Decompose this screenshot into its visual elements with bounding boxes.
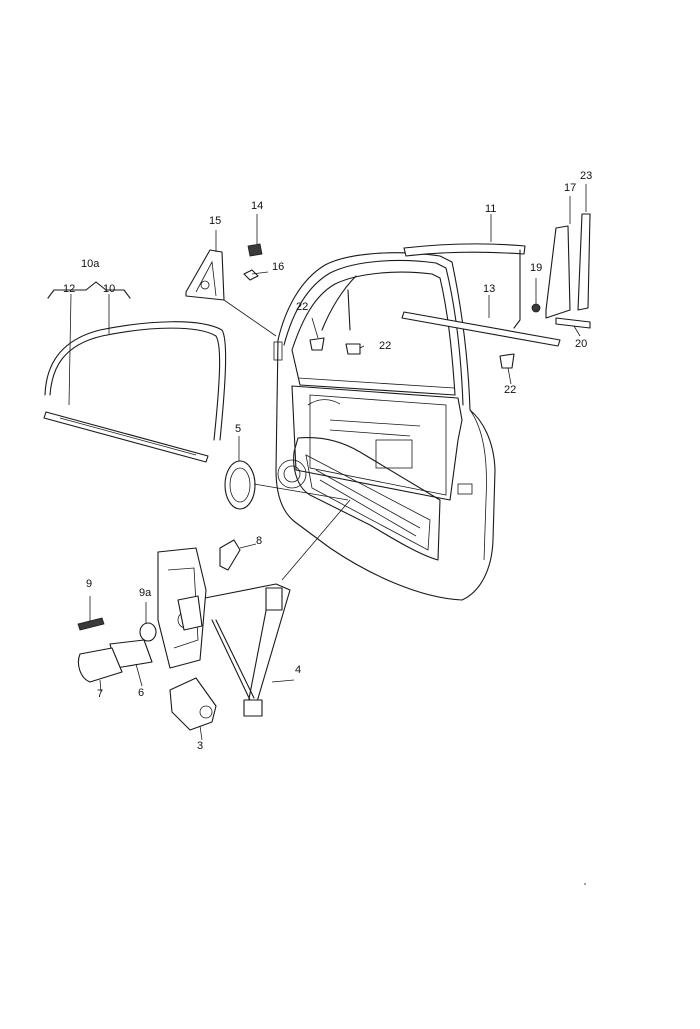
- callout-labels: 10a 12 10 14 15 16 11 17 23 19 13 20 22 …: [63, 170, 592, 752]
- callout-4: 4: [295, 664, 301, 676]
- callout-8: 8: [256, 535, 262, 547]
- callout-22-mid: 22: [379, 340, 391, 352]
- callout-20: 20: [575, 338, 587, 350]
- callout-13: 13: [483, 283, 495, 295]
- part-7-cover: [77, 647, 123, 683]
- callout-3: 3: [197, 740, 203, 752]
- callout-15: 15: [209, 215, 221, 227]
- callout-7: 7: [97, 688, 103, 700]
- part-23-pillar-seal: [577, 213, 591, 311]
- regulator-motor-assembly: [157, 547, 207, 669]
- callout-5: 5: [235, 423, 241, 435]
- callout-22-left: 22: [296, 301, 308, 313]
- part-8-clip: [219, 539, 241, 571]
- part-13-seal-strip: [401, 311, 561, 347]
- callout-10a: 10a: [81, 258, 100, 270]
- callout-9: 9: [86, 578, 92, 590]
- part-17-pillar-trim: [545, 225, 571, 319]
- part-20-strip: [555, 317, 591, 329]
- callout-22-right: 22: [504, 384, 516, 396]
- callout-9a: 9a: [139, 587, 152, 599]
- part-19-screw: [531, 303, 541, 313]
- callout-12: 12: [63, 283, 75, 295]
- callout-11: 11: [485, 203, 496, 215]
- door-shell: [273, 252, 496, 601]
- part-11-trim-tail: [513, 249, 521, 329]
- part-3-motor: [169, 677, 217, 731]
- callout-16: 16: [272, 261, 284, 273]
- bracket-10a: [47, 281, 131, 299]
- callout-14: 14: [251, 200, 263, 212]
- part-9-screw: [77, 617, 105, 631]
- part-22-pad-mid: [345, 343, 361, 355]
- callout-6: 6: [138, 687, 144, 699]
- callout-10: 10: [103, 283, 115, 295]
- callout-23: 23: [580, 170, 592, 182]
- part-22-pad-left: [309, 337, 325, 351]
- callout-19: 19: [530, 262, 542, 274]
- part-11-window-trim: [403, 243, 526, 257]
- part-16-clip: [243, 269, 259, 281]
- stray-dot: [584, 883, 586, 885]
- part-10-glass-seal: [43, 321, 227, 463]
- leader-lines: [68, 184, 587, 741]
- part-22-pad-right: [499, 353, 515, 369]
- part-4-window-regulator: [204, 583, 291, 717]
- part-14-cap: [247, 243, 263, 257]
- callout-17: 17: [564, 182, 576, 194]
- part-9a-washer: [139, 622, 157, 642]
